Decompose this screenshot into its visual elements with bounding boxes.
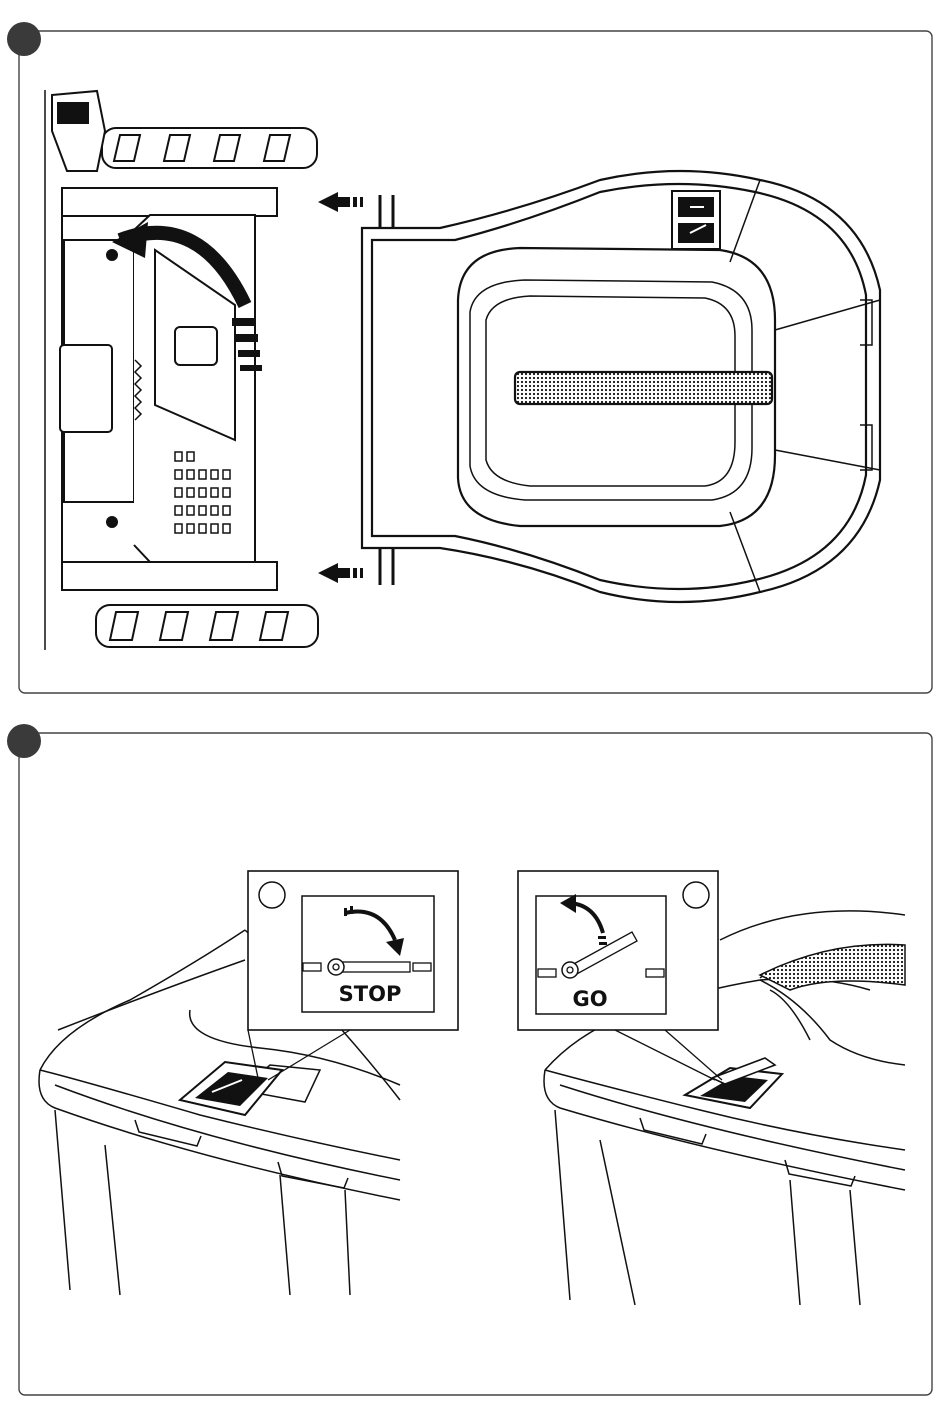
right-handle-mesh xyxy=(760,944,905,990)
stop-label: STOP xyxy=(339,982,402,1006)
stop-switch-detail-icon xyxy=(180,1062,282,1115)
step-1-marker-icon xyxy=(7,22,41,56)
grass-collection-box xyxy=(362,171,880,602)
stop-inset: STOP xyxy=(248,871,458,1030)
stop-empty-circle-marker-icon xyxy=(259,882,285,908)
flap-handle xyxy=(175,327,217,365)
go-inset: GO xyxy=(518,871,718,1030)
panel-1 xyxy=(7,22,932,693)
go-empty-circle-marker-icon xyxy=(683,882,709,908)
panel-2-frame xyxy=(19,733,932,1395)
step-2-marker-icon xyxy=(7,724,41,758)
go-switch-detail-icon xyxy=(685,1058,782,1108)
grass-box-label-icon xyxy=(672,191,720,249)
go-label: GO xyxy=(572,987,607,1011)
panel-2: STOP xyxy=(7,724,932,1395)
mower-rear-illustration xyxy=(45,90,318,650)
insert-arrow-top-icon xyxy=(318,192,363,212)
handle-switch xyxy=(58,103,88,123)
insert-arrow-bottom-icon xyxy=(318,563,363,583)
grass-box-handle xyxy=(515,372,772,404)
